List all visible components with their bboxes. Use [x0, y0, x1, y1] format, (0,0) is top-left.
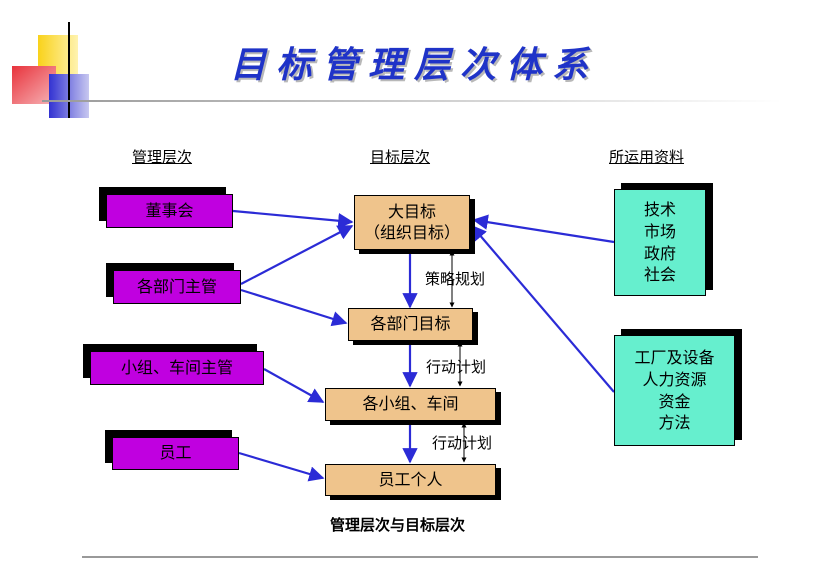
column-header-resources: 所运用资料: [609, 148, 685, 166]
arrow-staff-to-staff-goal: [238, 451, 325, 482]
column-header-goals: 目标层次: [370, 148, 431, 166]
resource-tech: 技术: [643, 200, 676, 220]
goal-box-group: 各小组、车间: [325, 388, 496, 421]
goal-box-staff: 员工个人: [325, 464, 496, 496]
goal-label-top: 大目标: [387, 201, 436, 221]
arrow-dept-manager-to-dept-goal: [240, 288, 348, 327]
management-to-goal-arrows: [232, 209, 354, 482]
mgmt-label-staff: 员工: [159, 443, 192, 463]
link-label-action-2: 行动计划: [432, 434, 493, 452]
diagram-caption: 管理层次与目标层次: [330, 516, 466, 534]
resource-arrows: [470, 214, 615, 393]
resource-box-internal: 工厂及设备 人力资源 资金 方法: [614, 335, 735, 446]
resource-market: 市场: [643, 221, 676, 241]
mgmt-box-group-manager: 小组、车间主管: [90, 351, 264, 385]
goal-box-top: 大目标 （组织目标）: [354, 195, 470, 250]
goal-box-dept: 各部门目标: [348, 308, 473, 341]
arrow-resources1-to-top-goal: [472, 214, 615, 244]
mgmt-label-dept-manager: 各部门主管: [136, 276, 217, 296]
goal-label-dept: 各部门目标: [370, 314, 451, 334]
page-title: 目标管理层次体系: [230, 44, 599, 86]
arrow-group-manager-to-group-goal: [263, 368, 325, 403]
goal-label-staff: 员工个人: [378, 469, 443, 489]
arrow-board-to-top-goal: [232, 209, 354, 229]
link-label-strategy: 策略规划: [425, 270, 486, 288]
resource-box-external: 技术 市场 政府 社会: [614, 189, 706, 296]
resource-human: 人力资源: [642, 369, 707, 389]
link-label-action-1: 行动计划: [426, 358, 487, 376]
mgmt-box-dept-manager: 各部门主管: [113, 270, 241, 304]
mgmt-label-board: 董事会: [145, 200, 194, 220]
resource-government: 政府: [643, 243, 676, 263]
goal-label-top-sub: （组织目标）: [363, 222, 460, 242]
decorative-squares: [12, 22, 782, 118]
resource-factory: 工厂及设备: [634, 348, 715, 368]
column-header-management: 管理层次: [132, 148, 193, 166]
feedback-arrows: [449, 250, 467, 463]
mgmt-label-group-manager: 小组、车间主管: [120, 357, 233, 377]
goal-label-group: 各小组、车间: [362, 394, 459, 414]
resource-capital: 资金: [658, 391, 691, 411]
mgmt-box-staff: 员工: [112, 437, 239, 470]
arrow-dept-manager-to-top-goal: [240, 225, 354, 285]
resource-society: 社会: [643, 265, 676, 285]
arrow-resources2-to-top-goal: [470, 224, 615, 393]
resource-method: 方法: [658, 413, 691, 433]
mgmt-box-board: 董事会: [106, 194, 233, 228]
